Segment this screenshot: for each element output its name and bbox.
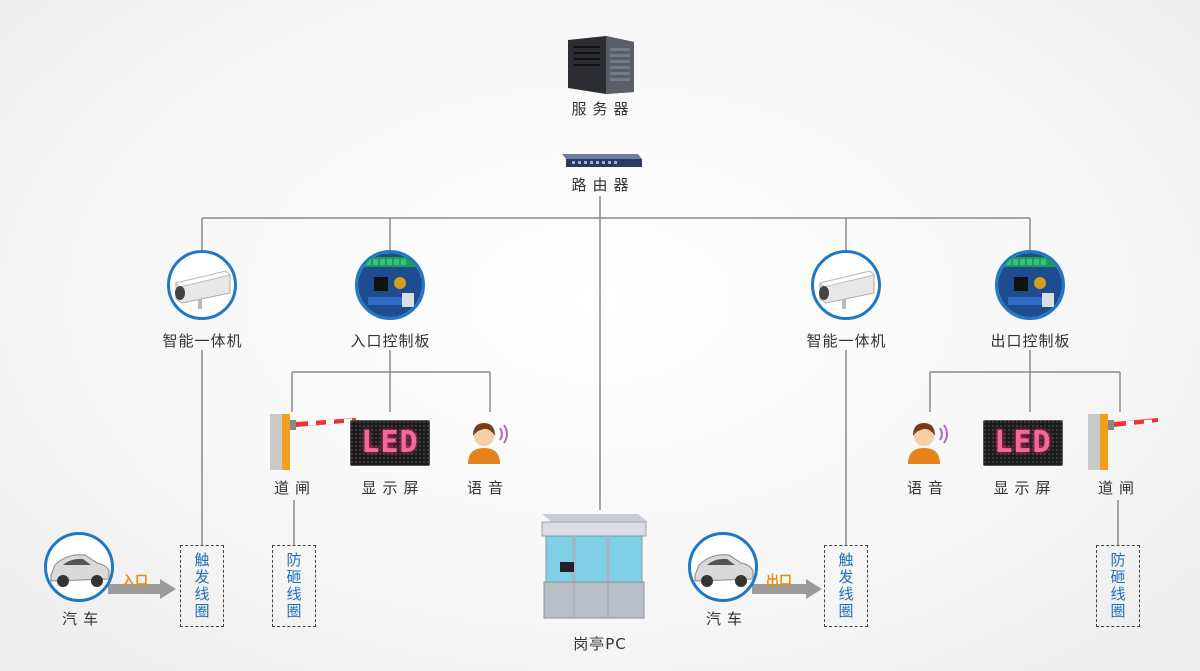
left-camera-circle — [167, 250, 237, 320]
left-anti-smash-coil: 防 砸 线 圈 — [272, 545, 316, 627]
car-icon — [694, 554, 754, 587]
left-camera-label: 智能一体机 — [162, 332, 243, 350]
guard-booth-icon — [541, 514, 648, 619]
right-led-display: LED — [983, 420, 1063, 466]
camera-icon — [175, 270, 231, 309]
camera-icon — [819, 270, 875, 309]
left-voice-label: 语音 — [466, 479, 509, 497]
right-board-label: 出口控制板 — [990, 332, 1071, 350]
left-car-circle — [44, 532, 114, 602]
left-board-circle — [355, 250, 425, 320]
left-barrier-label: 道闸 — [273, 479, 316, 497]
right-voice-label: 语音 — [906, 479, 949, 497]
right-camera-label: 智能一体机 — [806, 332, 887, 350]
circuit-board-icon — [998, 253, 1062, 317]
barrier-gate-icon — [1088, 414, 1158, 470]
left-display-label: 显示屏 — [361, 479, 425, 497]
right-barrier-label: 道闸 — [1097, 479, 1140, 497]
router-label: 路由器 — [571, 176, 635, 194]
right-display-label: 显示屏 — [993, 479, 1057, 497]
router-icon — [562, 154, 642, 167]
router-node — [558, 150, 644, 170]
right-trigger-coil: 触 发 线 圈 — [824, 545, 868, 627]
left-barrier-node — [268, 412, 358, 472]
right-camera-circle — [811, 250, 881, 320]
server-icon — [568, 36, 634, 94]
voice-operator-icon — [468, 423, 508, 464]
right-direction-label: 出口 — [766, 574, 793, 589]
right-anti-smash-coil: 防 砸 线 圈 — [1096, 545, 1140, 627]
booth-label: 岗亭PC — [573, 635, 627, 653]
left-voice-node — [464, 418, 512, 466]
booth-node — [538, 510, 650, 622]
right-car-circle — [688, 532, 758, 602]
left-car-label: 汽车 — [61, 610, 104, 628]
right-car-label: 汽车 — [705, 610, 748, 628]
left-led-display: LED — [350, 420, 430, 466]
left-board-label: 入口控制板 — [350, 332, 431, 350]
circuit-board-icon — [358, 253, 422, 317]
server-node — [560, 34, 640, 94]
car-icon — [50, 554, 110, 587]
right-board-circle — [995, 250, 1065, 320]
left-direction-label: 入口 — [122, 574, 149, 589]
barrier-gate-icon — [270, 414, 356, 470]
right-voice-node — [904, 418, 952, 466]
server-label: 服务器 — [571, 100, 635, 118]
right-barrier-node — [1086, 412, 1176, 472]
left-trigger-coil: 触 发 线 圈 — [180, 545, 224, 627]
voice-operator-icon — [908, 423, 948, 464]
